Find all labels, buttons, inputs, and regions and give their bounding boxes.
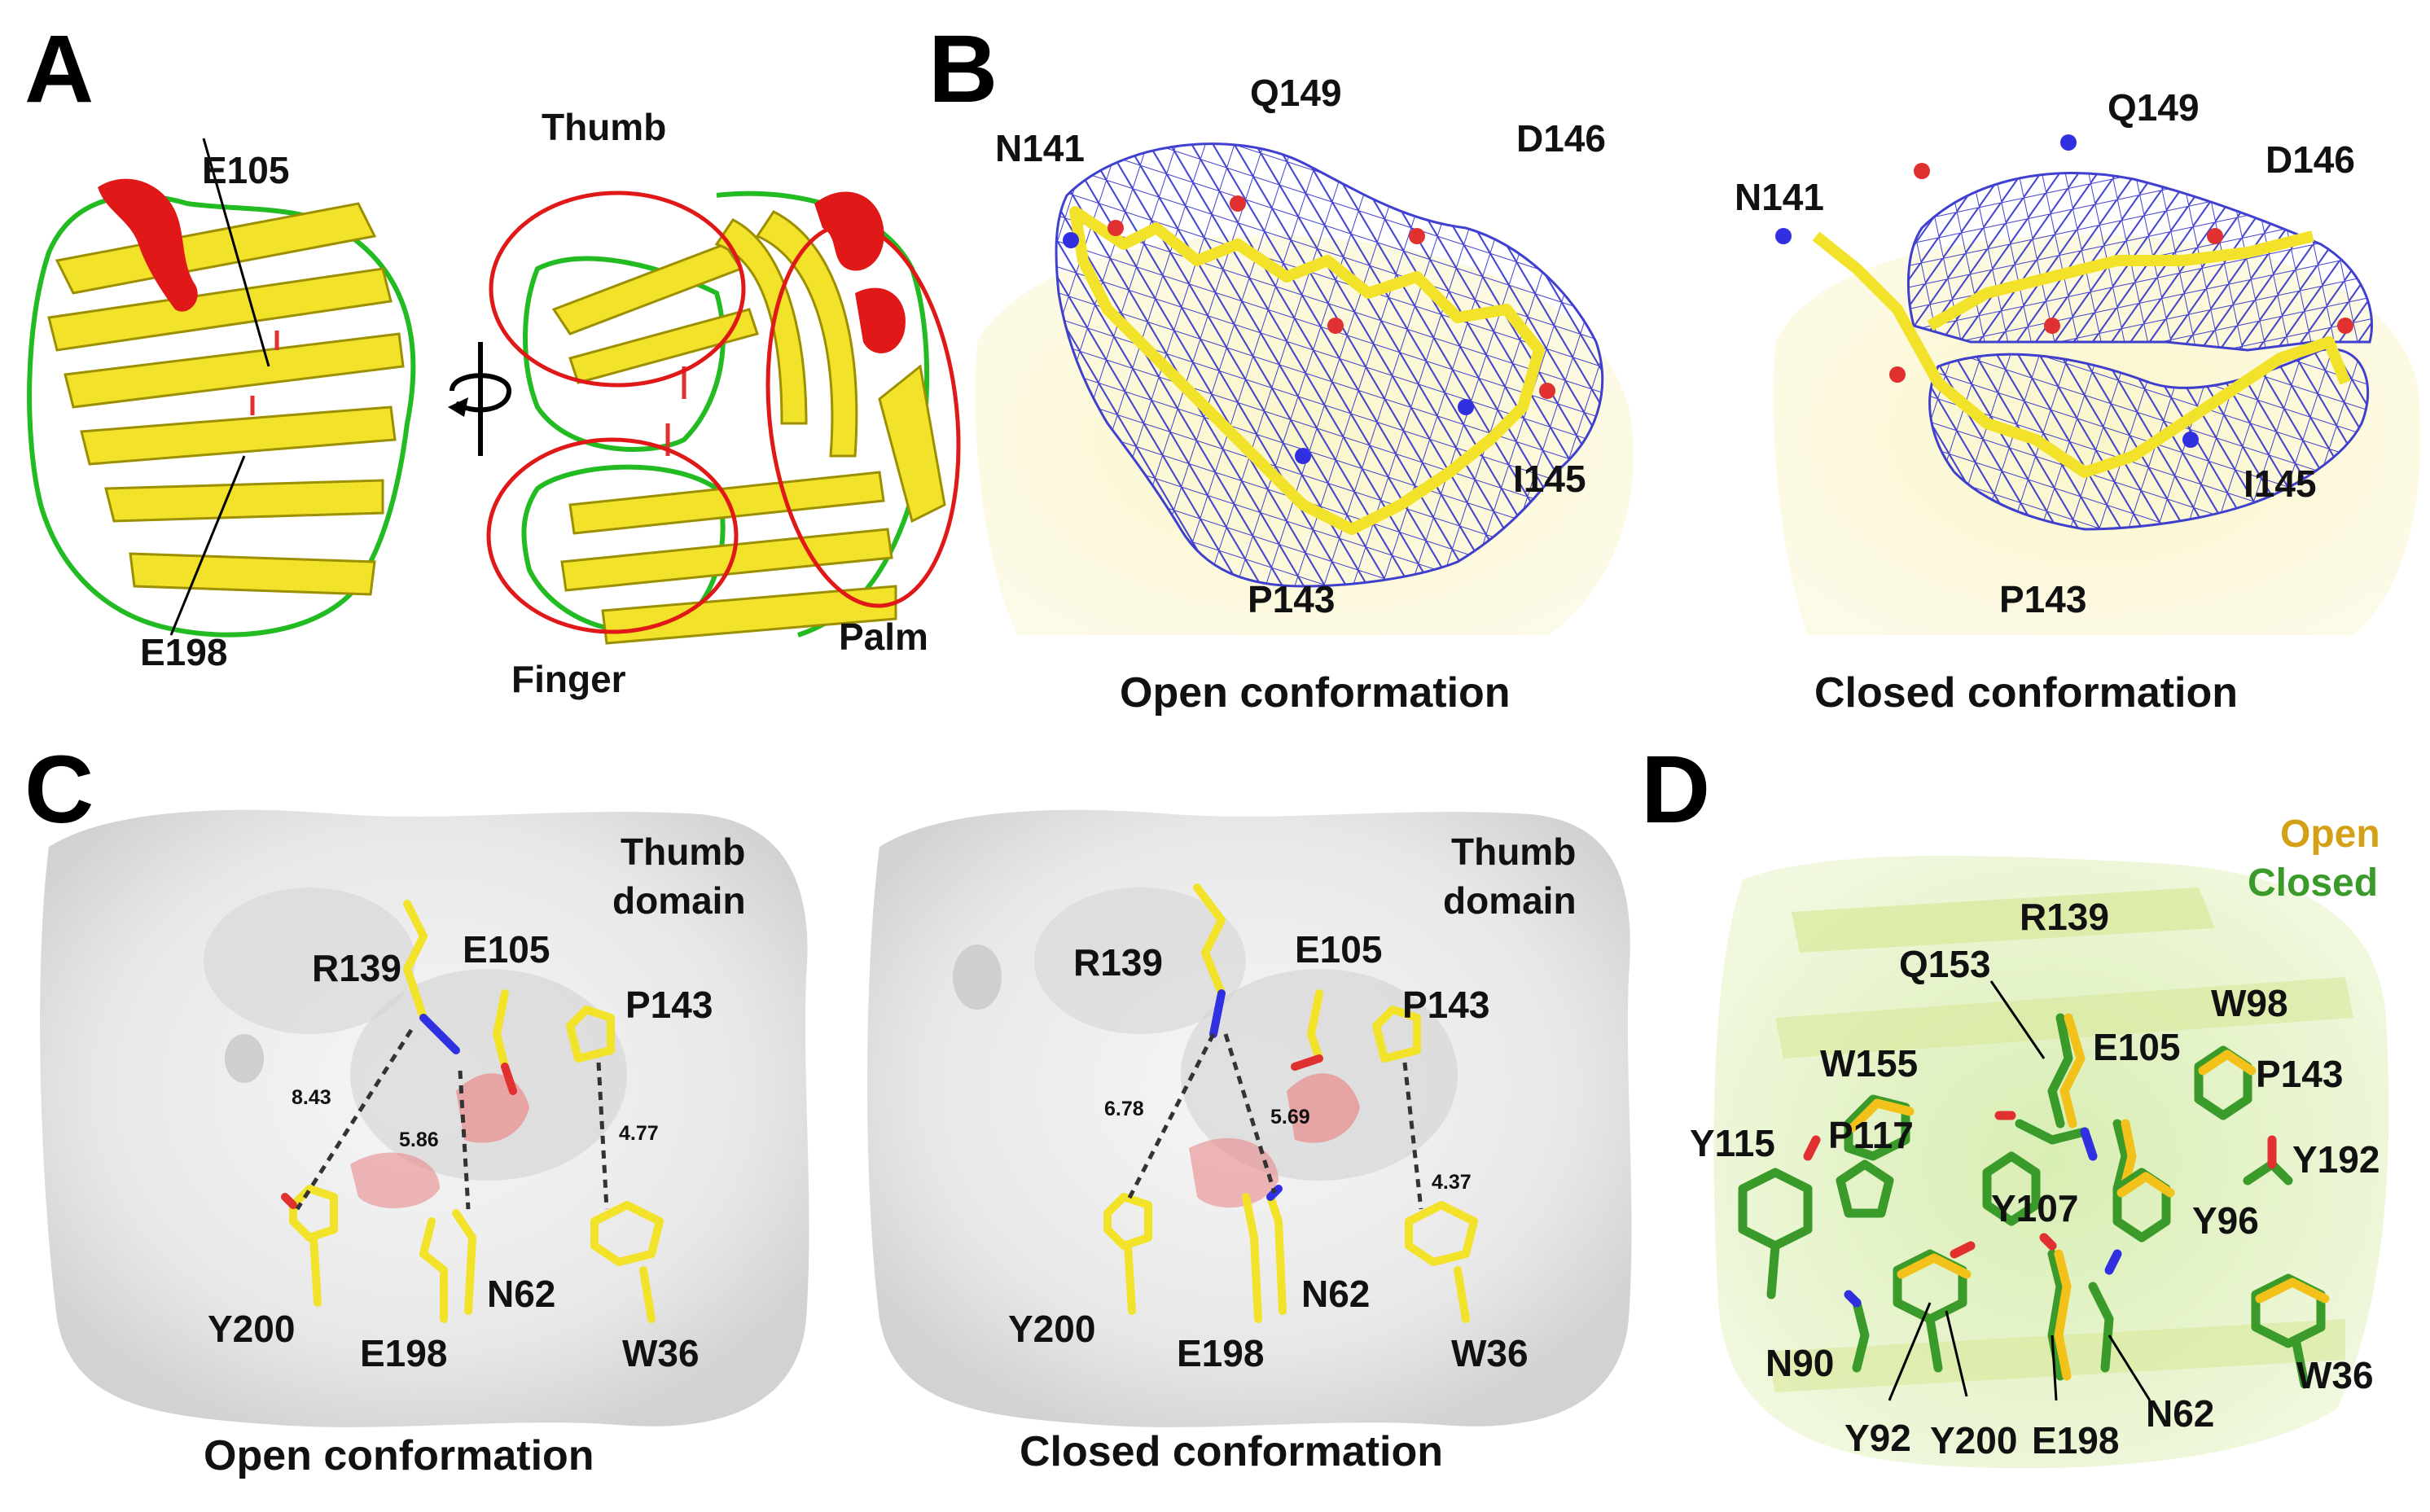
domain-label-finger: Finger	[511, 658, 626, 700]
panel-c-open-distances	[295, 1028, 609, 1211]
panel-d-sticks	[1738, 1013, 2330, 1389]
panel-b-open-density	[975, 142, 1634, 635]
panel-a-cartoon-left	[27, 138, 416, 638]
panel-d: D	[1641, 736, 2389, 1469]
d-res-y92: Y92	[1844, 1417, 1911, 1459]
open-res-p143: P143	[625, 984, 713, 1026]
open-label-p143: P143	[1248, 578, 1335, 620]
d-res-w98: W98	[2211, 982, 2288, 1024]
d-res-y200: Y200	[1930, 1419, 2017, 1462]
panel-c-open-surface	[40, 809, 809, 1427]
closed-label-n141: N141	[1735, 176, 1824, 218]
panel-c-open-sticks	[281, 900, 664, 1323]
panel-a: A E105 E198	[24, 15, 961, 700]
open-res-e105: E105	[463, 928, 550, 971]
pointer-lines	[169, 138, 270, 636]
open-res-r139: R139	[312, 947, 401, 989]
open-res-e198: E198	[360, 1332, 447, 1374]
alpha-helix	[98, 178, 198, 312]
legend-open: Open	[2280, 813, 2380, 856]
d-res-p143: P143	[2256, 1053, 2343, 1095]
panel-c-closed-surface	[867, 809, 1632, 1427]
open-label-n141: N141	[995, 127, 1085, 169]
d-res-w36: W36	[2296, 1354, 2374, 1396]
beta-strand	[55, 202, 377, 295]
closed-label-i145: I145	[2244, 462, 2317, 505]
open-res-w36: W36	[622, 1332, 700, 1374]
open-distance-1: 8.43	[292, 1086, 331, 1109]
rotation-icon	[448, 342, 512, 456]
label-e105: E105	[202, 149, 289, 191]
panel-letter-b: B	[928, 15, 998, 123]
d-res-q153: Q153	[1899, 943, 1991, 985]
closed-res-w36: W36	[1451, 1332, 1529, 1374]
panel-letter-d: D	[1641, 736, 1710, 844]
open-thumb-line1: Thumb	[621, 831, 745, 873]
finger-domain-circle	[486, 437, 739, 634]
d-res-e198: E198	[2032, 1419, 2119, 1462]
panel-c-closed-sticks	[1103, 883, 1478, 1323]
open-caption: Open conformation	[1120, 669, 1511, 717]
panel-c: C R139 E1	[24, 736, 1632, 1479]
closed-distance-3: 4.37	[1432, 1171, 1472, 1194]
panel-b: B N141 Q149 D146 I145 P143 Open conforma…	[928, 15, 2421, 717]
closed-label-p143: P143	[1999, 578, 2086, 620]
d-res-r139: R139	[2020, 896, 2109, 938]
d-res-n62: N62	[2146, 1392, 2214, 1435]
beta-strand	[104, 479, 384, 523]
domain-label-thumb: Thumb	[542, 106, 666, 148]
panel-d-pointers	[1888, 980, 2151, 1401]
panel-letter-a: A	[24, 15, 94, 123]
d-res-w155: W155	[1820, 1042, 1918, 1085]
closed-thumb-line1: Thumb	[1451, 831, 1576, 873]
open-distance-2: 5.86	[399, 1129, 439, 1151]
label-e198: E198	[140, 631, 227, 673]
open-res-n62: N62	[487, 1273, 555, 1315]
panel-c-open-caption: Open conformation	[204, 1432, 594, 1479]
panel-letter-c: C	[24, 736, 94, 844]
closed-label-q149: Q149	[2108, 86, 2200, 129]
legend-closed: Closed	[2248, 861, 2378, 905]
closed-thumb-line2: domain	[1443, 879, 1577, 922]
open-label-d146: D146	[1516, 117, 1606, 160]
d-res-n90: N90	[1765, 1342, 1834, 1384]
panel-b-closed-density	[1773, 134, 2421, 635]
closed-res-e105: E105	[1295, 928, 1382, 971]
d-res-y96: Y96	[2192, 1199, 2259, 1242]
open-thumb-line2: domain	[612, 879, 746, 922]
closed-distance-1: 6.78	[1104, 1098, 1144, 1120]
panel-c-closed-distances	[1125, 1032, 1423, 1210]
closed-caption: Closed conformation	[1814, 669, 2238, 717]
d-res-y107: Y107	[1991, 1187, 2078, 1229]
open-label-q149: Q149	[1250, 72, 1342, 114]
open-distance-3: 4.77	[619, 1122, 659, 1145]
panel-c-closed-caption: Closed conformation	[1020, 1428, 1443, 1475]
beta-strand	[47, 267, 393, 352]
closed-label-d146: D146	[2266, 138, 2355, 181]
closed-res-n62: N62	[1301, 1273, 1370, 1315]
open-label-i145: I145	[1513, 458, 1586, 500]
beta-strand	[64, 332, 405, 409]
panel-a-cartoon-right	[521, 191, 946, 645]
domain-label-palm: Palm	[839, 616, 928, 658]
d-res-p117: P117	[1828, 1114, 1914, 1156]
closed-res-r139: R139	[1073, 941, 1163, 984]
closed-res-e198: E198	[1177, 1332, 1264, 1374]
closed-distance-2: 5.69	[1270, 1106, 1310, 1129]
d-res-e105: E105	[2093, 1026, 2180, 1068]
open-res-y200: Y200	[208, 1308, 295, 1350]
beta-strand	[129, 552, 376, 596]
closed-res-p143: P143	[1402, 984, 1489, 1026]
beta-strand	[80, 405, 397, 466]
d-res-y192: Y192	[2292, 1138, 2380, 1181]
d-res-y115: Y115	[1690, 1122, 1775, 1164]
closed-res-y200: Y200	[1008, 1308, 1095, 1350]
palm-domain-circle	[765, 222, 961, 608]
side-chains	[250, 331, 279, 415]
thumb-domain-circle	[489, 191, 746, 388]
